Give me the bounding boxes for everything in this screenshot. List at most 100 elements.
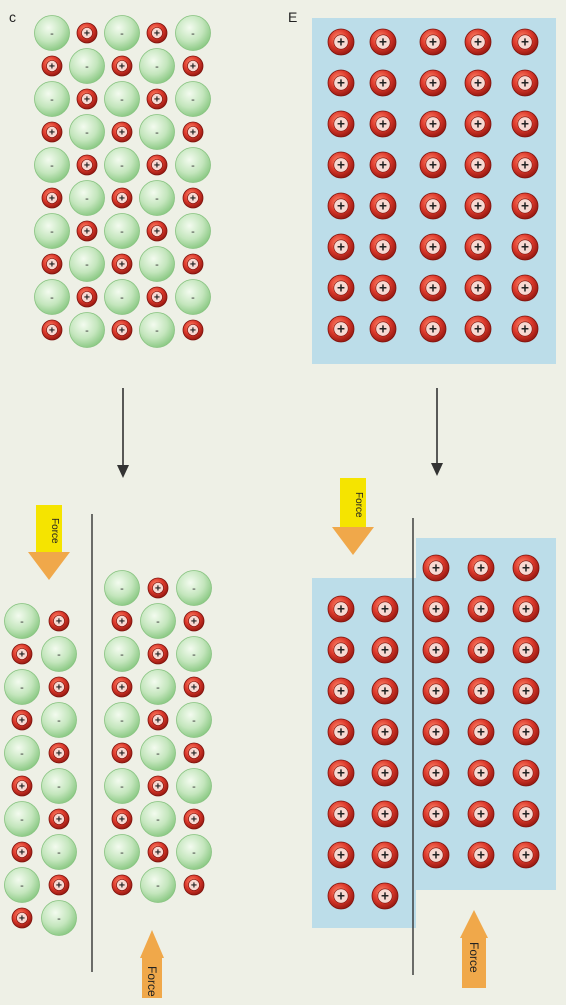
strike-arrow-left: Force <box>28 505 70 580</box>
anion-ion: - <box>104 702 140 738</box>
cation-symbol: + <box>477 848 485 863</box>
cation-ion: + <box>48 808 70 830</box>
cation-ion: + <box>48 610 70 632</box>
cation-ion: + <box>182 253 204 275</box>
anion-symbol: - <box>57 649 61 661</box>
anion-symbol: - <box>191 160 195 172</box>
anion-ion: - <box>139 312 175 348</box>
anion-symbol: - <box>155 127 159 139</box>
anion-ion: - <box>41 900 77 936</box>
ionic-lattice-split-right: -+-+-+-+-+-+-+-+-+-+-+-+-+-+-+ <box>104 570 212 903</box>
cation-ion: + <box>183 610 205 632</box>
cation-ion: + <box>369 315 397 343</box>
cation-symbol: + <box>119 748 125 760</box>
cation-symbol: + <box>119 325 125 337</box>
cation-ion: + <box>369 233 397 261</box>
cation-ion: + <box>76 154 98 176</box>
cation-ion: + <box>369 192 397 220</box>
cation-ion: + <box>147 775 169 797</box>
anion-ion: - <box>176 570 212 606</box>
anion-ion: - <box>41 834 77 870</box>
cation-ion: + <box>369 28 397 56</box>
cation-ion: + <box>371 882 399 910</box>
cation-symbol: + <box>521 199 529 214</box>
cation-ion: + <box>371 759 399 787</box>
cation-ion: + <box>182 55 204 77</box>
anion-ion: - <box>34 15 70 51</box>
cation-ion: + <box>41 121 63 143</box>
cation-symbol: + <box>379 281 387 296</box>
cation-ion: + <box>76 220 98 242</box>
cation-ion: + <box>183 676 205 698</box>
ionic-lattice-intact: -+-+-+-+-+-+-+-+-+-+-+-+-+-+-+-+-+-+-+-+… <box>34 15 211 348</box>
cation-ion: + <box>146 220 168 242</box>
cation-symbol: + <box>337 117 345 132</box>
cation-ion: + <box>146 154 168 176</box>
cation-ion: + <box>11 643 33 665</box>
anion-ion: - <box>140 603 176 639</box>
ionic-lattice-split-left: -++--++--++--++--++- <box>4 603 77 936</box>
cation-symbol: + <box>56 748 62 760</box>
anion-ion: - <box>104 213 140 249</box>
cation-ion: + <box>419 28 447 56</box>
cation-ion: + <box>11 775 33 797</box>
cation-ion: + <box>464 192 492 220</box>
down-arrow-left <box>117 388 129 478</box>
cation-ion: + <box>512 841 540 869</box>
cation-ion: + <box>512 759 540 787</box>
cation-ion: + <box>327 718 355 746</box>
cation-symbol: + <box>381 725 389 740</box>
anion-ion: - <box>34 213 70 249</box>
cation-ion: + <box>419 315 447 343</box>
cation-symbol: + <box>56 682 62 694</box>
panel-label-left: c <box>9 9 16 25</box>
cation-ion: + <box>182 319 204 341</box>
anion-ion: - <box>140 867 176 903</box>
cation-ion: + <box>182 187 204 209</box>
cation-ion: + <box>369 151 397 179</box>
cation-symbol: + <box>337 602 345 617</box>
cation-symbol: + <box>337 807 345 822</box>
cation-symbol: + <box>379 35 387 50</box>
cation-ion: + <box>369 110 397 138</box>
cation-symbol: + <box>49 259 55 271</box>
cation-symbol: + <box>337 158 345 173</box>
anion-symbol: - <box>120 226 124 238</box>
cation-ion: + <box>183 874 205 896</box>
electron-sea-lower-left <box>312 578 416 928</box>
cation-ion: + <box>467 636 495 664</box>
cation-symbol: + <box>49 325 55 337</box>
cation-symbol: + <box>119 61 125 73</box>
cation-symbol: + <box>190 193 196 205</box>
cation-symbol: + <box>474 158 482 173</box>
cation-symbol: + <box>381 848 389 863</box>
cation-symbol: + <box>19 781 25 793</box>
cation-symbol: + <box>191 682 197 694</box>
cation-ion: + <box>111 874 133 896</box>
cation-ion: + <box>111 187 133 209</box>
metallic-lattice-shifted-left: ++++++++++++++++ <box>327 595 399 910</box>
cation-ion: + <box>11 709 33 731</box>
cation-symbol: + <box>155 715 161 727</box>
cation-symbol: + <box>521 240 529 255</box>
cation-ion: + <box>48 742 70 764</box>
cation-ion: + <box>327 28 355 56</box>
cation-symbol: + <box>381 643 389 658</box>
anion-ion: - <box>104 768 140 804</box>
cation-symbol: + <box>522 848 530 863</box>
cation-symbol: + <box>521 35 529 50</box>
anion-symbol: - <box>192 715 196 727</box>
cation-ion: + <box>111 253 133 275</box>
cation-ion: + <box>146 286 168 308</box>
anion-ion: - <box>175 147 211 183</box>
cation-ion: + <box>327 274 355 302</box>
cation-ion: + <box>422 636 450 664</box>
anion-ion: - <box>4 801 40 837</box>
cation-symbol: + <box>337 35 345 50</box>
anion-ion: - <box>139 246 175 282</box>
cation-ion: + <box>327 69 355 97</box>
cation-ion: + <box>511 151 539 179</box>
cation-symbol: + <box>379 117 387 132</box>
cation-ion: + <box>147 577 169 599</box>
cation-symbol: + <box>379 158 387 173</box>
